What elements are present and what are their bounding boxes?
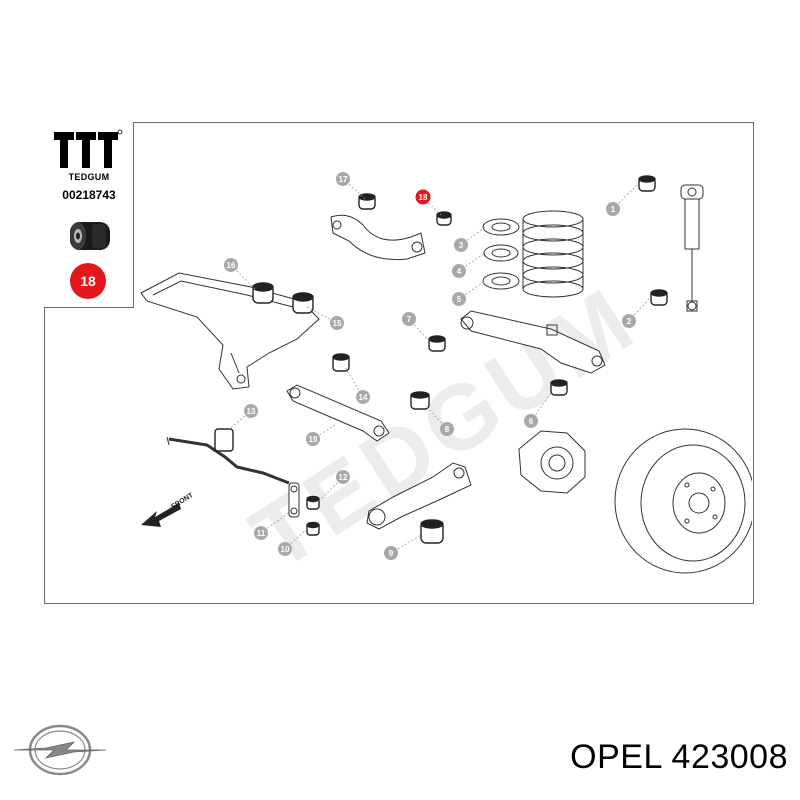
callout-1: 1 [606, 202, 620, 216]
svg-text:19: 19 [309, 435, 318, 444]
bushings-group [214, 175, 668, 544]
callout-13: 13 [244, 404, 258, 418]
callout-18-highlighted: 18 [415, 189, 431, 205]
shock-absorber-part [680, 184, 704, 312]
bushing-6 [550, 379, 568, 396]
svg-text:16: 16 [227, 261, 236, 270]
bushing-16 [252, 282, 274, 304]
svg-text:12: 12 [339, 473, 348, 482]
svg-text:9: 9 [389, 549, 394, 558]
svg-text:17: 17 [339, 175, 348, 184]
lateral-link-part [286, 384, 390, 442]
tedgum-logo-icon [54, 129, 123, 168]
brand-name: TEDGUM [68, 172, 110, 182]
bushing-12 [306, 495, 320, 510]
trailing-arm-part [460, 310, 606, 374]
bushing-photo-icon [70, 222, 110, 250]
legend-callout-badge: 18 [70, 263, 106, 299]
callout-15: 15 [330, 316, 344, 330]
bushing-17 [358, 193, 376, 210]
svg-text:4: 4 [457, 267, 462, 276]
legend-box: TEDGUM 00218743 18 [44, 122, 134, 308]
callout-12: 12 [336, 470, 350, 484]
svg-text:2: 2 [627, 317, 632, 326]
spring-seats-part [482, 218, 520, 290]
bushing-9 [420, 519, 444, 544]
callout-5: 5 [452, 292, 466, 306]
bushing-14 [332, 353, 350, 372]
diagram-frame: TEDGUM [44, 122, 754, 604]
svg-text:6: 6 [529, 417, 534, 426]
upper-arm-part [330, 214, 426, 261]
subframe-part [140, 272, 320, 390]
callout-17: 17 [336, 172, 350, 186]
bushing-1 [638, 175, 656, 192]
opel-logo-icon [13, 724, 107, 776]
svg-text:8: 8 [445, 425, 450, 434]
svg-text:5: 5 [457, 295, 462, 304]
front-label: FRONT [170, 492, 195, 511]
front-direction-indicator: FRONT [141, 492, 195, 527]
bushing-18 [436, 211, 452, 226]
svg-text:13: 13 [247, 407, 256, 416]
suspension-diagram: TEDGUM [140, 172, 752, 590]
bushing-10 [306, 521, 320, 536]
callout-badges: 1 2 3 4 5 6 7 8 9 10 11 12 13 14 15 16 1… [224, 172, 636, 560]
svg-text:14: 14 [359, 393, 368, 402]
wheel-carrier-part [366, 462, 472, 530]
part-code: 00218743 [62, 188, 116, 202]
bushing-13 [214, 428, 234, 452]
svg-text:1: 1 [611, 205, 616, 214]
svg-text:18: 18 [419, 193, 428, 202]
bushing-7 [428, 335, 446, 352]
callout-14: 14 [356, 390, 370, 404]
callout-16: 16 [224, 258, 238, 272]
bushing-15 [292, 292, 314, 314]
brake-drum-part [614, 428, 752, 574]
callout-2: 2 [622, 314, 636, 328]
part-title: OPEL 423008 [570, 738, 788, 776]
callout-11: 11 [254, 526, 268, 540]
svg-text:15: 15 [333, 319, 342, 328]
callout-7: 7 [402, 312, 416, 326]
callout-8: 8 [440, 422, 454, 436]
wheel-hub-part [518, 430, 586, 494]
callout-3: 3 [454, 238, 468, 252]
callout-10: 10 [278, 542, 292, 556]
stabilizer-bar-part [166, 436, 290, 485]
callout-4: 4 [452, 264, 466, 278]
svg-text:3: 3 [459, 241, 464, 250]
coil-spring-part [522, 210, 584, 298]
svg-text:11: 11 [257, 529, 266, 538]
bushing-2 [650, 289, 668, 306]
front-arrow-icon [141, 503, 181, 527]
callout-19: 19 [306, 432, 320, 446]
svg-text:10: 10 [281, 545, 290, 554]
callout-9: 9 [384, 546, 398, 560]
svg-text:7: 7 [407, 315, 412, 324]
bushing-8 [410, 391, 430, 410]
stabilizer-link-part [288, 482, 300, 518]
callout-6: 6 [524, 414, 538, 428]
